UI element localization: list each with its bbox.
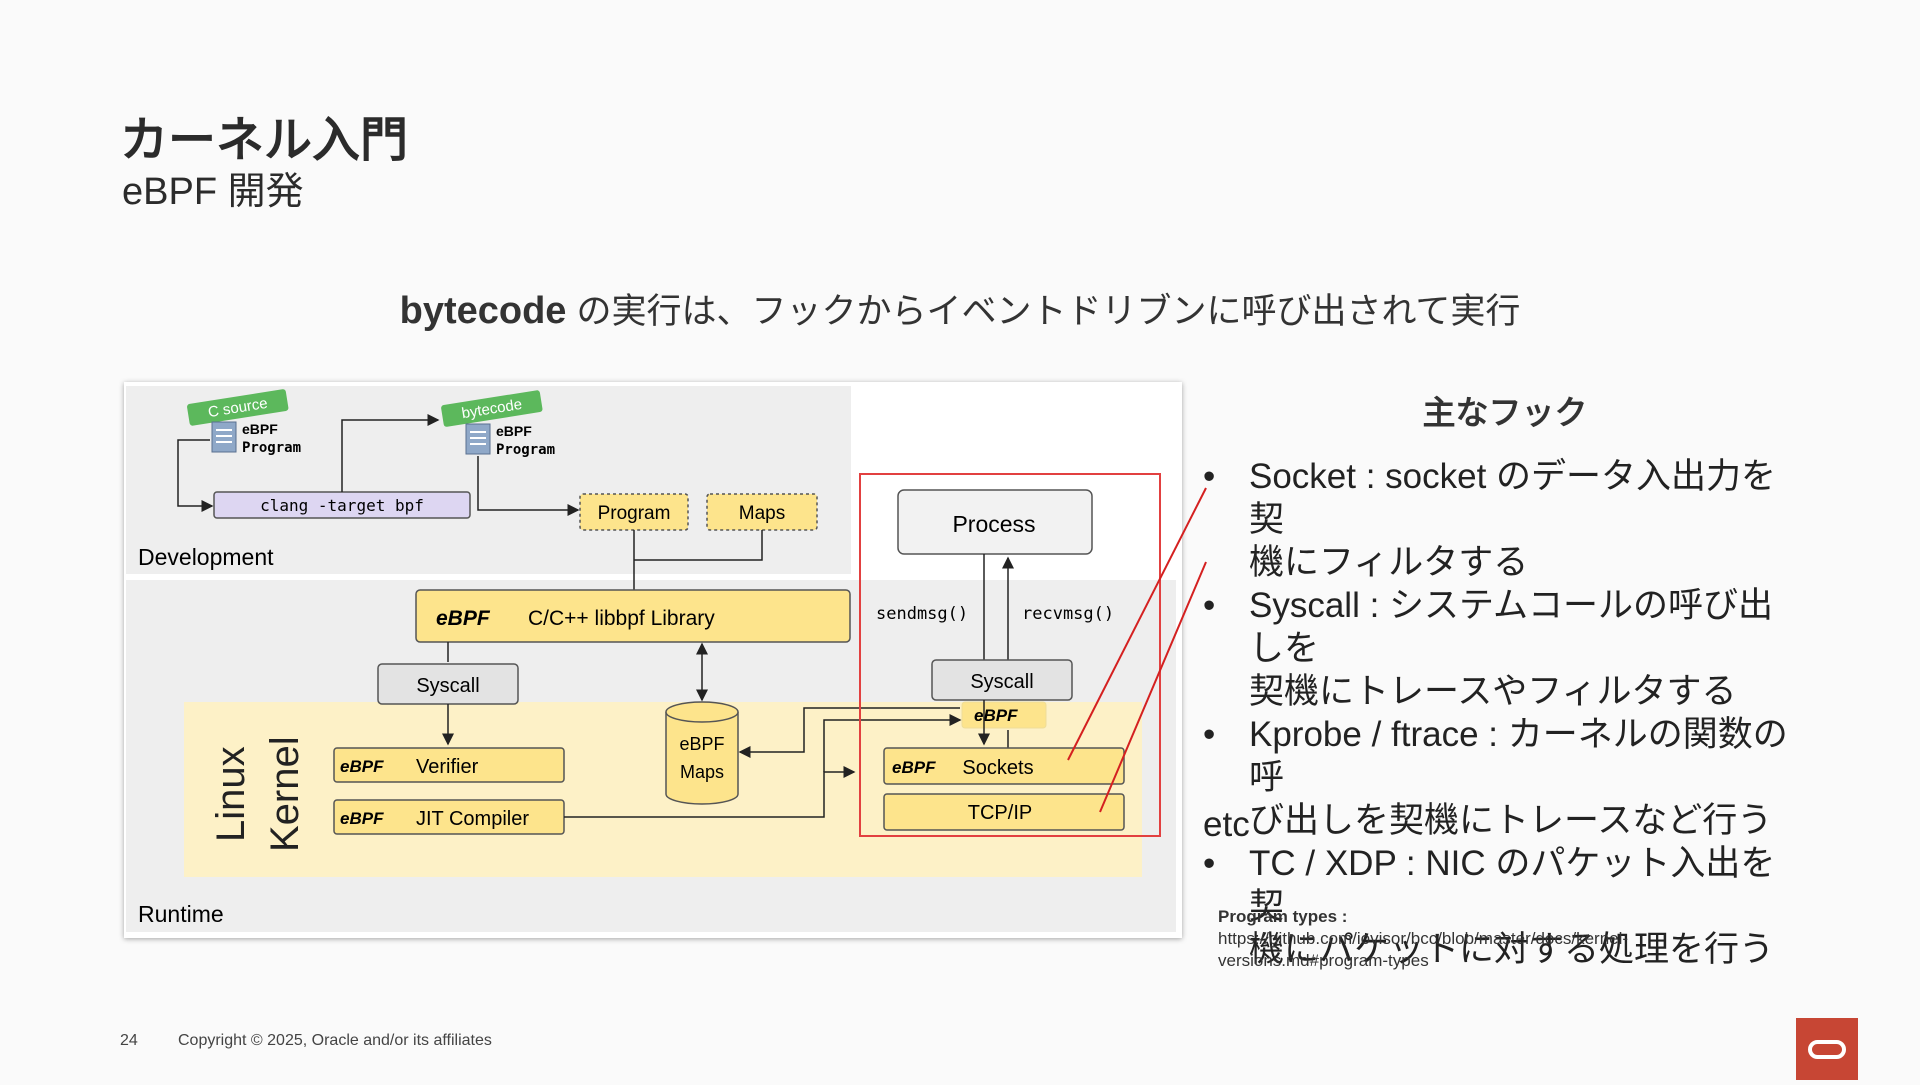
ebpf-maps-line2: Maps xyxy=(680,762,724,782)
ebpf-logo: eBPF xyxy=(340,757,384,776)
file2-line1: eBPF xyxy=(496,423,532,439)
sendmsg-label: sendmsg() xyxy=(876,604,968,624)
ebpf-logo: eBPF xyxy=(892,758,936,777)
ebpf-maps-line1: eBPF xyxy=(679,734,724,754)
maps-box xyxy=(706,493,818,531)
ebpf-logo: eBPF xyxy=(436,607,491,630)
lead-keyword: bytecode xyxy=(399,290,567,332)
libbpf-label: C/C++ libbpf Library xyxy=(528,607,715,630)
list-item: •Syscall : システムコールの呼び出しを契機にトレースやフィルタする xyxy=(1203,586,1773,711)
list-item: •Kprobe / ftrace : カーネルの関数の呼び出しを契機にトレースな… xyxy=(1203,715,1788,840)
file1-line1: eBPF xyxy=(242,421,278,437)
program-label: Program xyxy=(598,503,671,524)
list-item: •TC / XDP : NIC のパケット入出を契機にパケットに対する処理を行う xyxy=(1203,844,1776,969)
process-label: Process xyxy=(952,511,1035,537)
linux-kernel-region xyxy=(184,702,1142,877)
sockets-label: Sockets xyxy=(962,757,1033,779)
file-icon xyxy=(465,423,491,455)
page-number: 24 xyxy=(120,1032,138,1049)
slide-subtitle: eBPF 開発 xyxy=(122,171,304,213)
runtime-label: Runtime xyxy=(138,901,224,927)
ebpf-hook-box xyxy=(961,701,1047,729)
program-types-label: Program types : xyxy=(1218,907,1348,926)
ebpf-logo: eBPF xyxy=(974,706,1018,725)
file1-line2: Program xyxy=(242,440,301,456)
lead-text: の実行は、フックからイベントドリブンに呼び出されて実行 xyxy=(576,292,1521,331)
slide-title: カーネル入門 xyxy=(120,114,409,167)
jit-label: JIT Compiler xyxy=(416,808,529,830)
tcpip-label: TCP/IP xyxy=(968,802,1032,824)
oracle-logo xyxy=(1796,1018,1858,1080)
clang-label: clang -target bpf xyxy=(260,496,424,515)
ebpf-architecture-diagram: C source bytecode eBPF Program eBPF Prog… xyxy=(124,382,1182,938)
verifier-box xyxy=(333,747,565,783)
diagram-svg: C source bytecode eBPF Program eBPF Prog… xyxy=(126,386,1176,932)
recvmsg-label: recvmsg() xyxy=(1022,604,1114,624)
program-types-url-line1[interactable]: https://github.com/iovisor/bcc/blob/mast… xyxy=(1218,929,1629,948)
development-label: Development xyxy=(138,544,274,570)
syscall-right-label: Syscall xyxy=(970,671,1033,693)
copyright: Copyright © 2025, Oracle and/or its affi… xyxy=(178,1032,492,1049)
syscall-left-label: Syscall xyxy=(416,675,479,697)
file-icon xyxy=(211,421,237,453)
list-item: •Socket : socket のデータ入出力を契機にフィルタする xyxy=(1203,457,1777,582)
program-types-url-line2[interactable]: versions.md#program-types xyxy=(1218,951,1429,970)
file2-line2: Program xyxy=(496,442,555,458)
ebpf-logo: eBPF xyxy=(340,809,384,828)
verifier-label: Verifier xyxy=(416,756,479,778)
oracle-logo-icon xyxy=(1808,1040,1846,1059)
hooks-title: 主なフック xyxy=(1422,394,1588,431)
ebpf-maps-cylinder xyxy=(665,701,739,805)
linux-label: Linux xyxy=(209,746,253,842)
hooks-etc: etc xyxy=(1203,805,1250,844)
kernel-label: Kernel xyxy=(263,736,307,852)
libbpf-box xyxy=(415,589,851,643)
hooks-list: •Socket : socket のデータ入出力を契機にフィルタする •Sysc… xyxy=(1203,455,1803,971)
program-types-reference: Program types : https://github.com/iovis… xyxy=(1218,906,1778,972)
maps-label: Maps xyxy=(739,503,785,524)
